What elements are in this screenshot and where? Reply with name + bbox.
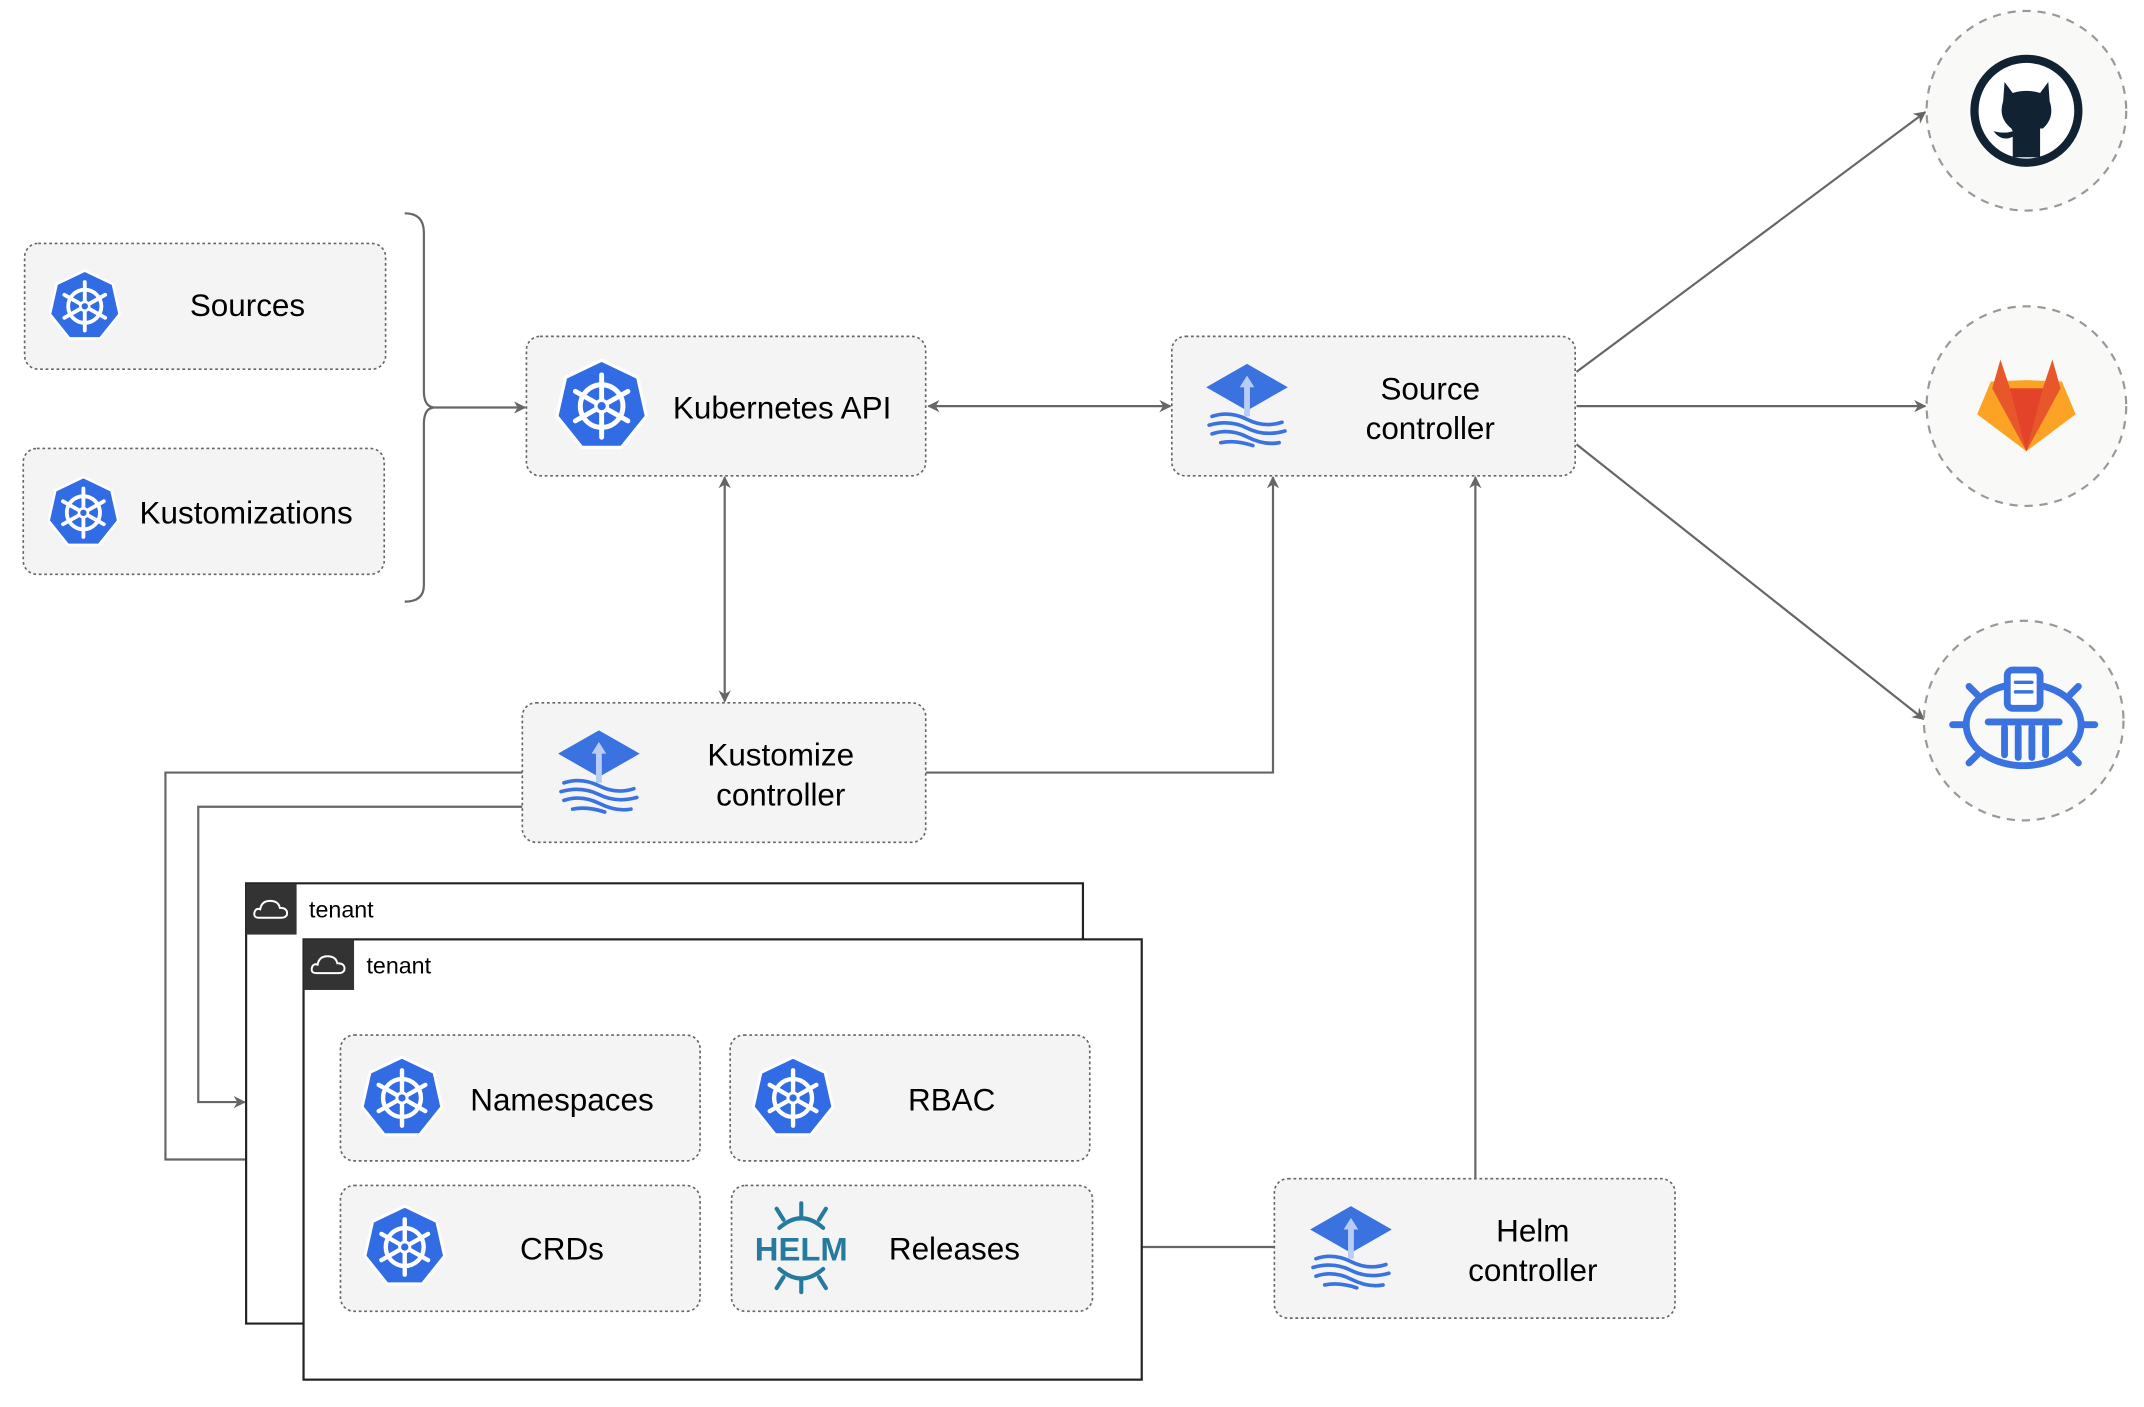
helm-icon: HELM [755,1201,848,1295]
node-crds[interactable]: CRDs [339,1184,701,1313]
node-source-controller[interactable]: Source controller [1170,335,1577,477]
edge-kustomize-to-tenant-front [164,771,523,1166]
cloud-icon [246,883,297,936]
tenant-label: tenant [366,953,431,979]
edge-source-to-github [1575,111,1927,373]
node-kustomize-controller[interactable]: Kustomize controller [521,701,927,844]
releases-label: Releases [889,1231,1020,1266]
crds-label: CRDs [520,1231,604,1266]
helm-controller-line2: controller [1468,1253,1597,1288]
kubernetes-api-label: Kubernetes API [673,390,891,425]
kustomizations-label: Kustomizations [140,496,353,531]
external-gitlab[interactable] [1925,305,2128,508]
node-releases[interactable]: HELM Releases [730,1184,1094,1313]
brace-connector [404,212,435,603]
tenant-label: tenant [309,896,374,922]
node-sources[interactable]: Sources [23,242,387,371]
helm-controller-line1: Helm [1496,1214,1569,1249]
rbac-label: RBAC [908,1082,995,1117]
helm-repository-icon [1949,666,2099,770]
node-helm-controller[interactable]: Helm controller [1273,1177,1676,1319]
edge-kustomize-to-tenant-back [197,805,523,1109]
node-kubernetes-api[interactable]: Kubernetes API [525,335,927,477]
node-rbac[interactable]: RBAC [729,1034,1091,1162]
gitlab-icon [1977,359,2076,452]
edge-source-to-helm-repo [1575,443,1925,721]
external-github[interactable] [1925,9,2128,212]
source-controller-line2: controller [1366,411,1495,446]
github-icon [1970,54,2083,167]
external-helm-repository[interactable] [1922,619,2125,822]
cloud-icon [303,939,355,990]
sources-label: Sources [190,288,305,323]
helm-logo-text: HELM [755,1231,848,1268]
node-namespaces[interactable]: Namespaces [339,1034,701,1162]
kustomize-controller-line2: controller [716,777,845,812]
node-kustomizations[interactable]: Kustomizations [22,447,386,576]
kustomize-controller-line1: Kustomize [707,738,854,773]
namespaces-label: Namespaces [470,1082,653,1117]
source-controller-line1: Source [1380,371,1480,406]
edge-kustomize-to-source [925,475,1280,774]
